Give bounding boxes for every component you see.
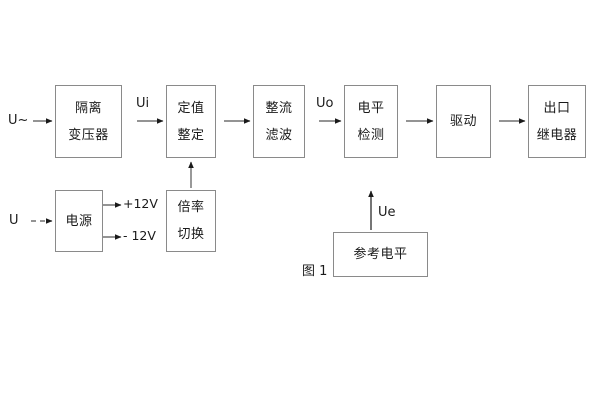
signal-label-ui: Ui xyxy=(136,96,150,111)
block-label-line: 驱动 xyxy=(449,114,477,129)
block-label-line: 整定 xyxy=(177,127,205,143)
block-isolation-transformer: 隔离 变压器 xyxy=(55,85,122,158)
signal-label-rail-positive: +12V xyxy=(123,196,158,211)
block-label-line: 参考电平 xyxy=(353,247,408,262)
block-label-line: 滤波 xyxy=(265,127,293,143)
block-level-detection: 电平 检测 xyxy=(344,85,398,158)
block-label-line: 隔离 xyxy=(74,100,102,116)
block-label-line: 整流 xyxy=(265,100,293,116)
block-label-line: 检测 xyxy=(357,127,385,143)
block-label-line: 电平 xyxy=(357,100,385,116)
signal-label-ue: Ue xyxy=(378,205,396,220)
block-label-line: 倍率 xyxy=(177,200,205,215)
block-label-line: 定值 xyxy=(177,100,205,116)
signal-label-input-ac: U~ xyxy=(8,113,29,128)
block-multiplier-switch: 倍率 切换 xyxy=(166,190,216,252)
block-label-line: 继电器 xyxy=(536,127,578,143)
block-reference-level: 参考电平 xyxy=(333,232,428,277)
block-label-line: 切换 xyxy=(177,227,205,242)
signal-label-input-dc: U xyxy=(9,213,19,228)
block-label-line: 电源 xyxy=(65,213,93,229)
figure-caption: 图 1 xyxy=(302,264,328,279)
block-rectifier-filter: 整流 滤波 xyxy=(253,85,305,158)
block-drive: 驱动 xyxy=(436,85,491,158)
block-power-supply: 电源 xyxy=(55,190,103,252)
signal-label-uo: Uo xyxy=(316,96,334,111)
block-setting-value: 定值 整定 xyxy=(166,85,216,158)
block-label-line: 变压器 xyxy=(68,127,109,143)
signal-label-rail-negative: - 12V xyxy=(123,228,156,243)
block-output-relay: 出口 继电器 xyxy=(528,85,586,158)
block-label-line: 出口 xyxy=(543,100,571,116)
